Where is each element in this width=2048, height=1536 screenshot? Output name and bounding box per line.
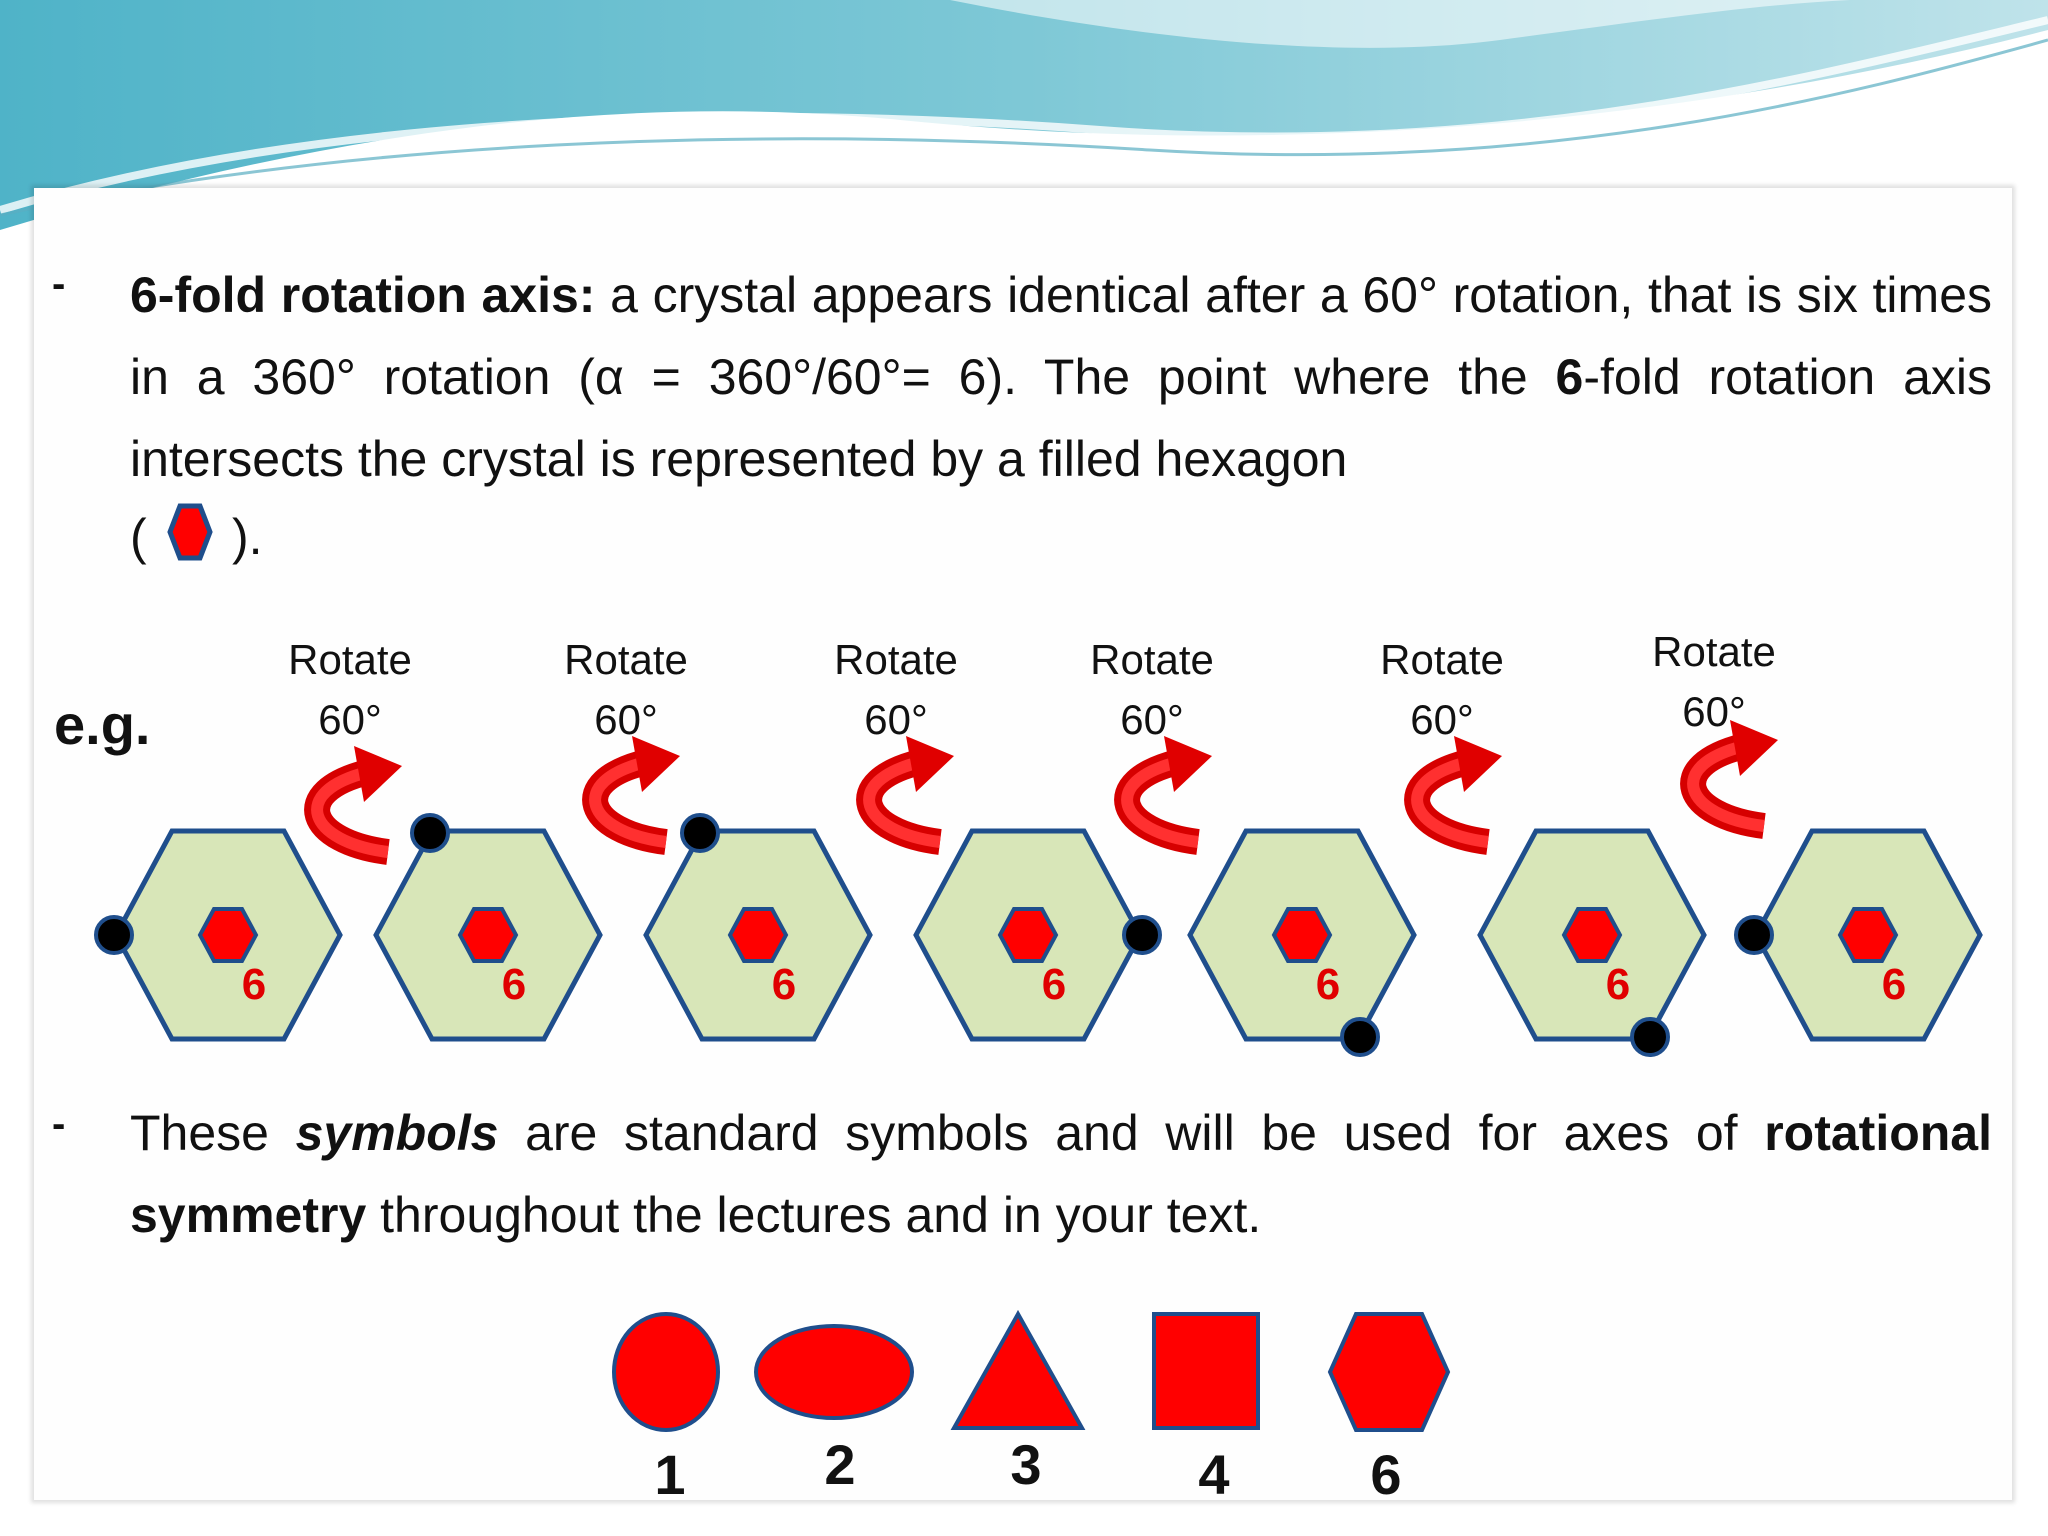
symbol-label-2: 2 [824,1433,856,1496]
rotate-arrow-icon [1680,720,1778,839]
rotate-label-line1: Rotate [834,636,958,683]
rotate-label-line2: 60° [864,696,928,743]
hexagon-number: 6 [502,960,526,1009]
hexagon-number: 6 [242,960,266,1009]
sixfold-axis-icon [457,907,519,963]
rotate-label-5: Rotate 60° [1342,630,1542,750]
rotate-label-line1: Rotate [1380,636,1504,683]
bullet-1-text-b: -fold rotation axis intersects the cryst… [130,349,1992,487]
crystal-hexagon-6: 6 [1477,828,1707,1057]
triangle-symbol-icon [950,1309,1086,1430]
sixfold-axis-icon [1561,907,1623,963]
paren-close: ). [232,509,263,565]
marker-dot [1630,1017,1670,1057]
term-6fold: 6-fold rotation axis: [130,267,596,323]
rotate-label-3: Rotate 60° [796,630,996,750]
circle-symbol-icon [612,1312,720,1432]
hexagon-number: 6 [1882,960,1906,1009]
marker-dot [1340,1017,1380,1057]
bullet-2-text-3: throughout the lectures and in your text… [366,1187,1262,1243]
crystal-hexagon-3: 6 [643,813,873,1042]
hexagon-number: 6 [1042,960,1066,1009]
hexagon-number: 6 [1606,960,1630,1009]
rotate-label-line1: Rotate [288,636,412,683]
sixfold-axis-icon [1837,907,1899,963]
symbol-label-1: 1 [654,1443,686,1506]
bullet-dash-1: - [52,262,66,306]
sixfold-axis-icon [997,907,1059,963]
marker-dot [94,915,134,955]
rotate-label-line2: 60° [594,696,658,743]
bullet-1-text-a: a crystal appears identical after a 60° … [130,267,1993,405]
rotate-label-line2: 60° [318,696,382,743]
rotational-symmetry-term: rotational symmetry [130,1105,1993,1243]
ellipse-symbol-icon [754,1324,914,1420]
symbol-label-6: 6 [1370,1443,1402,1506]
bullet-dash-2: - [52,1102,66,1146]
rotate-label-line1: Rotate [564,636,688,683]
rotate-label-line2: 60° [1410,696,1474,743]
hexagon-number: 6 [772,960,796,1009]
header-wave-decoration [0,0,2048,230]
crystal-hexagon-2: 6 [373,813,603,1042]
crystal-hexagon-1: 6 [94,828,343,1042]
bullet-2-text-1: These [130,1105,296,1161]
rotate-label-line2: 60° [1120,696,1184,743]
symbol-label-4: 4 [1198,1443,1230,1506]
rotate-arrow-icon [1404,736,1502,855]
rotate-arrow-icon [1114,736,1212,855]
rotate-label-1: Rotate 60° [250,630,450,750]
marker-dot [410,813,450,853]
marker-dot [1122,915,1162,955]
rotate-arrow-icon [856,736,954,855]
hexagon-symbol-icon [1327,1312,1451,1432]
sixfold-axis-icon [1271,907,1333,963]
bold-6: 6 [1555,349,1584,405]
symbols-word: symbols [295,1105,499,1161]
rotate-label-2: Rotate 60° [526,630,726,750]
marker-dot [680,813,720,853]
paren-open: ( [130,509,147,565]
crystal-hexagon-5: 6 [1187,828,1417,1057]
crystal-hexagon-7: 6 [1734,828,1983,1042]
sixfold-axis-icon [727,907,789,963]
bullet-2-text-2: are standard symbols and will be used fo… [498,1105,1765,1161]
square-symbol-icon [1152,1312,1260,1430]
rotate-label-line1: Rotate [1652,628,1776,675]
symbol-label-3: 3 [1010,1433,1042,1496]
rotate-arrow-icon [582,736,680,855]
hexagon-number: 6 [1316,960,1340,1009]
rotation-diagram: 6 6 6 6 6 6 6 [94,720,1983,1057]
rotate-label-line1: Rotate [1090,636,1214,683]
rotate-arrow-icon [304,746,402,865]
sixfold-axis-icon [197,907,259,963]
marker-dot [1734,915,1774,955]
symbols-row [612,1309,1451,1432]
bullet-1-paragraph: 6-fold rotation axis: a crystal appears … [130,254,1992,500]
example-label: e.g. [54,693,151,756]
crystal-hexagon-4: 6 [913,828,1162,1042]
bullet-2-paragraph: These symbols are standard symbols and w… [130,1092,1992,1256]
inline-hexagon-icon [167,503,213,561]
rotate-label-4: Rotate 60° [1052,630,1252,750]
